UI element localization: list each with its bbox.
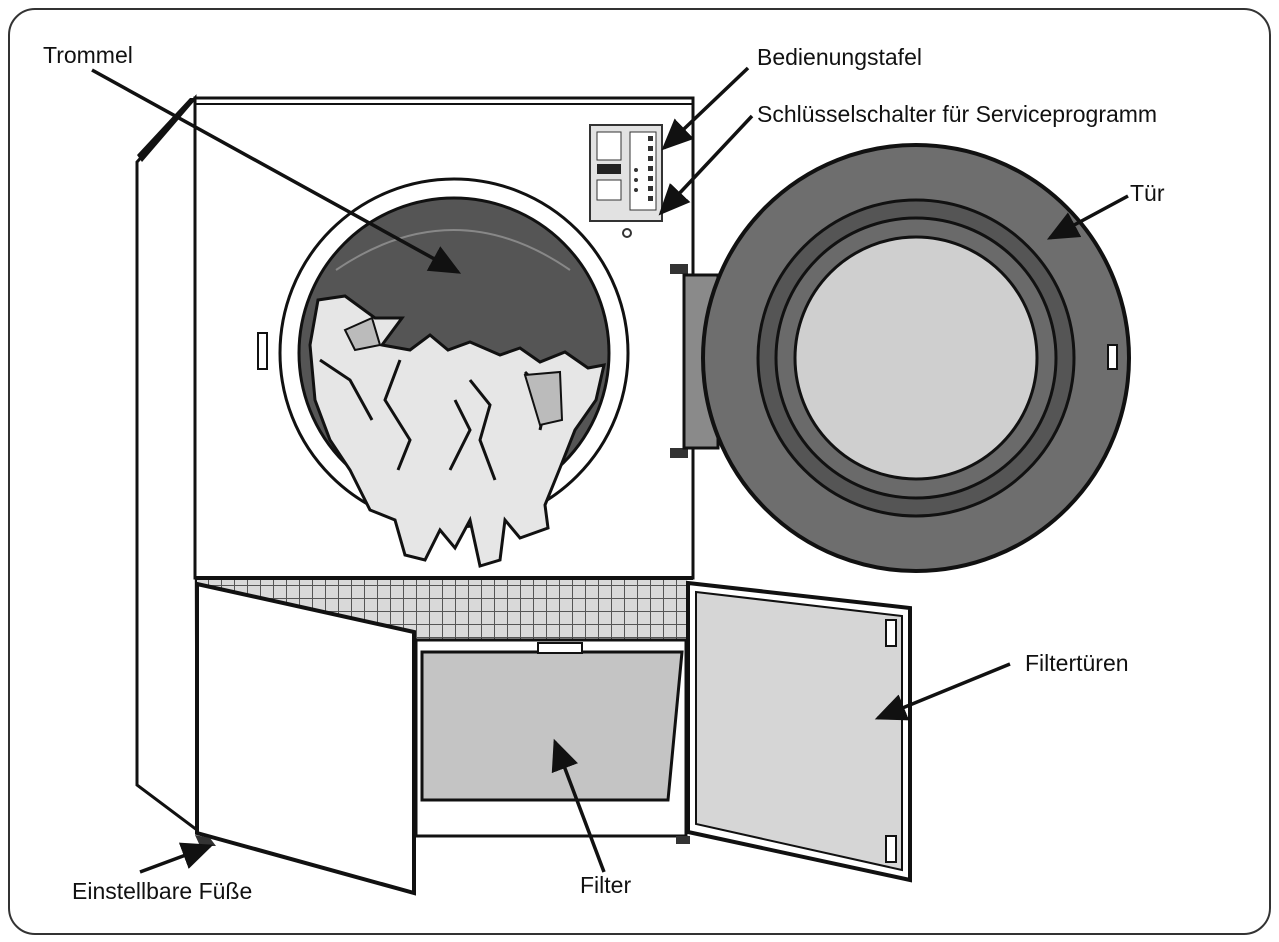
callout-arrows xyxy=(91,66,1129,874)
label-feet: Einstellbare Füße xyxy=(72,878,253,904)
arrow-filter-doors xyxy=(874,662,1011,721)
label-filter: Filter xyxy=(580,872,632,898)
filter-door-right xyxy=(686,580,912,883)
arrow-key-switch xyxy=(658,114,754,216)
label-key-switch: Schlüsselschalter für Serviceprogramm xyxy=(757,101,1158,127)
cabinet-top-edge xyxy=(137,98,197,162)
drum xyxy=(278,177,630,568)
filter-compartment xyxy=(414,638,690,844)
control-panel xyxy=(589,124,663,222)
arrow-drum xyxy=(91,68,462,274)
label-control-panel: Bedienungstafel xyxy=(757,44,922,70)
laundry xyxy=(308,294,606,568)
door-handle-icon xyxy=(1107,344,1118,370)
latch-icon xyxy=(257,332,268,370)
arrow-door xyxy=(1046,194,1129,240)
arrow-feet xyxy=(139,842,214,874)
filter-handle-icon xyxy=(537,642,583,654)
arrow-filter xyxy=(551,738,606,873)
arrow-control-panel xyxy=(661,66,750,151)
key-switch-icon xyxy=(622,228,632,238)
label-filter-doors: Filtertüren xyxy=(1025,650,1129,676)
door xyxy=(701,143,1131,573)
label-door: Tür xyxy=(1130,180,1165,206)
label-drum: Trommel xyxy=(43,42,133,68)
cabinet-side-panel xyxy=(135,94,199,834)
filter-door-left xyxy=(195,581,416,896)
